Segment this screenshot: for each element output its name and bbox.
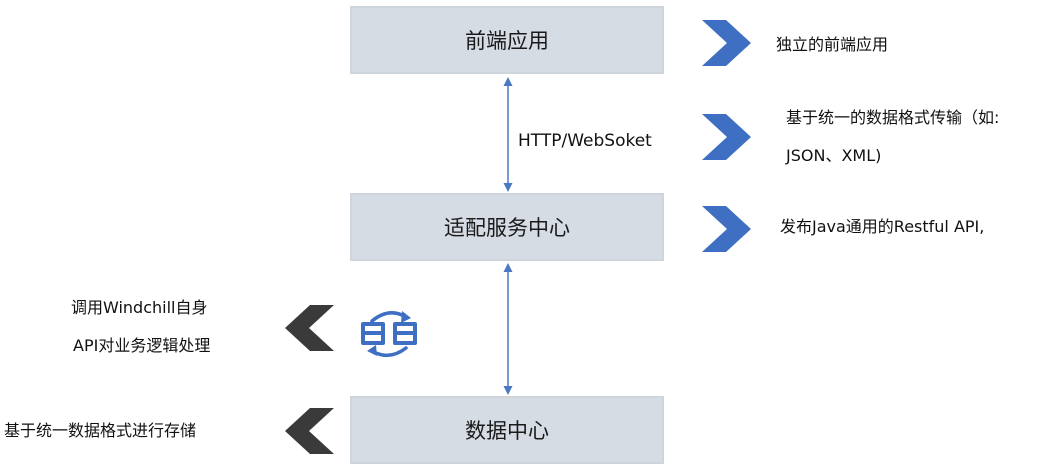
adapter-service-label: 适配服务中心 xyxy=(444,216,570,240)
frontend-app-box: 前端应用 xyxy=(350,6,664,74)
chevron-left-icon xyxy=(285,305,334,351)
chevron-right-icon xyxy=(702,20,751,66)
format-description-line2: JSON、XML) xyxy=(786,146,882,165)
storage-description: 基于统一数据格式进行存储 xyxy=(4,421,197,440)
connector-label: HTTP/WebSoket xyxy=(518,131,652,151)
data-center-label: 数据中心 xyxy=(465,419,549,443)
adapter-service-box: 适配服务中心 xyxy=(350,193,664,261)
adapter-description: 发布Java通用的Restful API, xyxy=(780,217,985,236)
sync-processing-icon xyxy=(361,311,417,358)
data-center-box: 数据中心 xyxy=(350,396,664,464)
windchill-description-line2: API对业务逻辑处理 xyxy=(73,336,211,355)
chevron-right-icon xyxy=(702,114,751,160)
frontend-app-label: 前端应用 xyxy=(465,29,549,53)
frontend-description: 独立的前端应用 xyxy=(776,35,889,54)
chevron-left-icon xyxy=(285,408,334,454)
connector-adapter-data xyxy=(503,263,513,395)
connector-frontend-adapter xyxy=(503,77,513,192)
format-description-line1: 基于统一的数据格式传输（如: xyxy=(786,108,1000,127)
windchill-description-line1: 调用Windchill自身 xyxy=(71,298,208,317)
chevron-right-icon xyxy=(702,206,751,252)
